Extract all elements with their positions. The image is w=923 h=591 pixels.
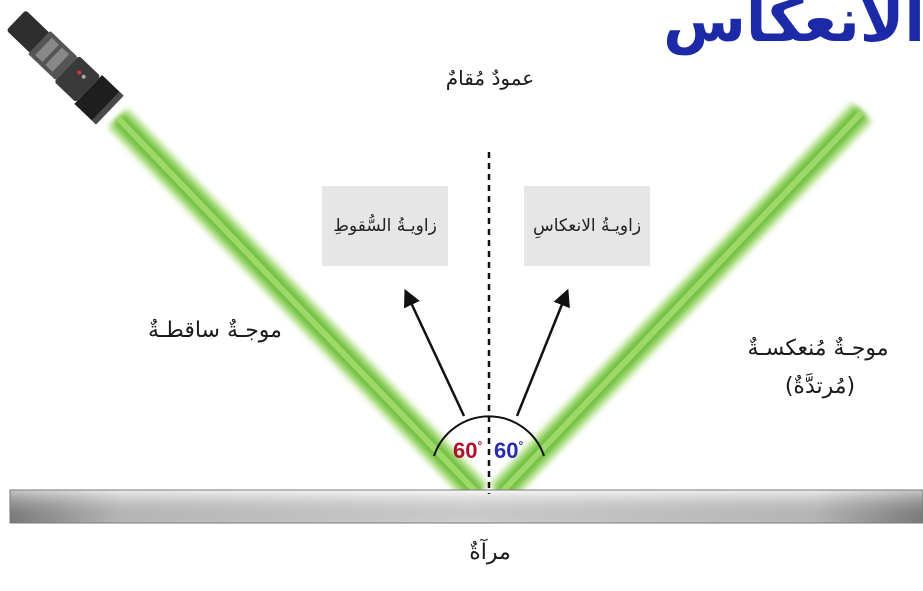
normal-label: عمودٌ مُقامٌ [445, 66, 535, 90]
reflected-wave-label-note: (مُرتدَّةٌ) [784, 374, 856, 399]
angle-arc [433, 415, 545, 457]
reflection-angle-value: 60° [494, 438, 524, 463]
mirror [9, 489, 923, 524]
reflection-angle-arrow [515, 288, 570, 417]
incidence-angle-label: زاويـةُ السُّقوطِ [322, 186, 448, 266]
mirror-label: مرآةٌ [469, 540, 511, 565]
light-source-icon [7, 11, 124, 125]
incident-beam [107, 108, 489, 504]
incidence-angle-arrow [404, 288, 466, 417]
diagram-title: الانعكاس [663, 0, 923, 56]
reflection-angle-label: زاويـةُ الانعكاسِ [524, 186, 650, 266]
reflected-wave-label: موجـةٌ مُنعكسـةٌ [747, 336, 889, 361]
incidence-angle-value: 60° [453, 438, 483, 463]
reflected-beam [489, 102, 873, 504]
incident-wave-label: موجـةٌ ساقطـةٌ [148, 318, 282, 343]
